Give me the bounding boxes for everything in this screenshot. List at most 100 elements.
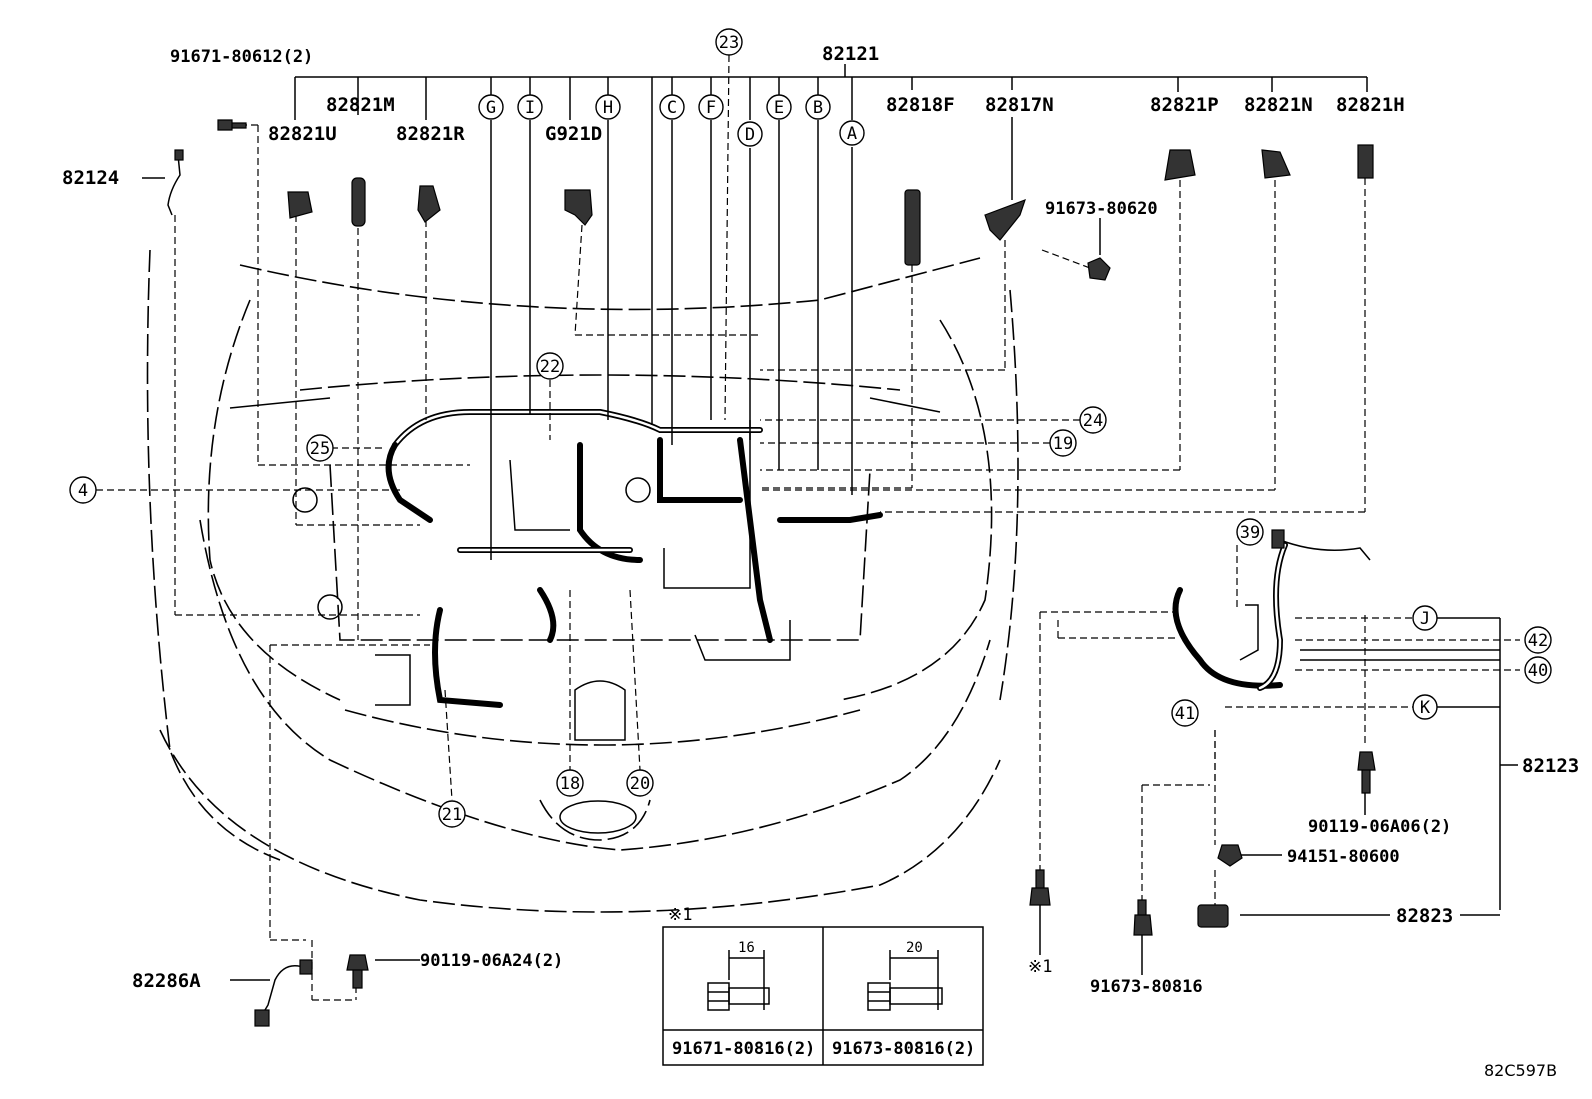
connector-icons: [167, 119, 1376, 1027]
callout-39: 39: [1236, 518, 1264, 546]
callout-B: B: [805, 94, 831, 120]
label-91671-80612: 91671-80612(2): [170, 47, 313, 67]
callout-20: 20: [626, 769, 654, 797]
callout-K: K: [1412, 694, 1438, 720]
bolt-91671-80612-icon: [217, 119, 247, 131]
callout-42: 42: [1524, 626, 1552, 654]
callout-J: J: [1412, 605, 1438, 631]
label-82823: 82823: [1396, 905, 1453, 927]
sensor-82286A-icon: [261, 965, 307, 1016]
leader-lines: [85, 54, 1520, 1001]
footnote-mark: ※1: [1028, 957, 1052, 977]
label-82821M: 82821M: [326, 94, 395, 116]
label-91673-80620: 91673-80620: [1045, 199, 1158, 219]
bolt-91673-80816-icon: [1133, 899, 1153, 936]
svg-text:40: 40: [1528, 661, 1548, 681]
svg-text:H: H: [603, 98, 613, 118]
label-82821H: 82821H: [1336, 94, 1405, 116]
svg-text:C: C: [667, 98, 677, 118]
callout-I: I: [517, 94, 543, 120]
connector-82821P-icon: [1164, 149, 1196, 181]
inset-title: ※1: [668, 905, 692, 925]
connector-82821N-icon: [1261, 149, 1291, 179]
label-82821P: 82821P: [1150, 94, 1219, 116]
label-82818F: 82818F: [886, 94, 955, 116]
connector-82821H-icon: [1357, 144, 1374, 179]
dim-20: 20: [906, 940, 923, 956]
svg-text:K: K: [1420, 698, 1431, 718]
svg-text:E: E: [774, 98, 784, 118]
dim-16: 16: [738, 940, 755, 956]
svg-text:42: 42: [1528, 631, 1548, 651]
callout-18: 18: [556, 769, 584, 797]
svg-text:25: 25: [310, 439, 330, 459]
label-91673-80816: 91673-80816: [1090, 977, 1203, 997]
svg-text:18: 18: [560, 774, 580, 794]
svg-text:41: 41: [1175, 704, 1195, 724]
svg-text:D: D: [745, 125, 755, 145]
label-90119-06A24: 90119-06A24(2): [420, 951, 563, 971]
label-82124: 82124: [62, 167, 119, 189]
callout-40: 40: [1524, 656, 1552, 684]
connector-G921D-icon: [564, 189, 593, 226]
label-82821R: 82821R: [396, 123, 465, 145]
callout-F: F: [698, 94, 724, 120]
label-82821N: 82821N: [1244, 94, 1313, 116]
svg-text:B: B: [813, 98, 823, 118]
callout-C: C: [659, 94, 685, 120]
svg-text:A: A: [847, 124, 857, 144]
svg-text:24: 24: [1083, 411, 1103, 431]
callout-22: 22: [536, 352, 564, 380]
connector-82124-icon: [167, 154, 181, 216]
nut-94151-80600-icon: [1217, 844, 1243, 867]
label-90119-06A06: 90119-06A06(2): [1308, 817, 1451, 837]
connector-82823-icon: [1197, 904, 1229, 928]
main-harness: [385, 409, 1371, 708]
inset-right-part: 91673-80816(2): [832, 1039, 975, 1059]
callout-21: 21: [438, 800, 466, 828]
callout-23: 23: [715, 28, 743, 56]
label-94151-80600: 94151-80600: [1287, 847, 1400, 867]
svg-text:I: I: [525, 98, 535, 118]
svg-text:20: 20: [630, 774, 650, 794]
svg-text:F: F: [706, 98, 716, 118]
connector-82817N-icon: [984, 198, 1026, 241]
bolt-90119-06A24-icon: [346, 954, 369, 989]
label-82121: 82121: [822, 43, 879, 65]
callout-24: 24: [1079, 406, 1107, 434]
svg-text:22: 22: [540, 357, 560, 377]
callout-41: 41: [1171, 699, 1199, 727]
svg-text:23: 23: [719, 33, 739, 53]
bolt-inset-table: ※1 16 91671-80816(2) 20 91673-80816(2): [662, 905, 984, 1066]
connector-82818F-icon: [904, 189, 921, 266]
bolt-20-icon: [867, 950, 943, 1011]
bolt-90119-06A06-icon: [1357, 751, 1376, 794]
svg-text:G: G: [486, 98, 496, 118]
number-callouts: 23 22 24 19 25 4 39 42 40 41 18 20 21: [69, 28, 1552, 828]
svg-text:19: 19: [1053, 434, 1073, 454]
connector-82821U-icon: [287, 191, 313, 219]
callout-25: 25: [306, 434, 334, 462]
bolt-footnote-icon: [1029, 869, 1051, 906]
callout-19: 19: [1049, 429, 1077, 457]
letter-callouts: G I H C F E B D A J K: [478, 94, 1438, 720]
svg-text:4: 4: [78, 481, 88, 501]
label-82286A: 82286A: [132, 970, 201, 992]
label-82821U: 82821U: [268, 123, 337, 145]
svg-text:39: 39: [1240, 523, 1260, 543]
connector-82821M-icon: [351, 177, 366, 227]
label-82123: 82123: [1522, 755, 1579, 777]
callout-H: H: [595, 94, 621, 120]
callout-D: D: [737, 121, 763, 147]
part-labels: 82121 91671-80612(2) 82124 82821U 82821M…: [62, 43, 1579, 1080]
label-82817N: 82817N: [985, 94, 1054, 116]
bolt-91673-80620-icon: [1087, 257, 1111, 281]
svg-text:J: J: [1420, 609, 1430, 629]
label-G921D: G921D: [545, 123, 602, 145]
inset-left-part: 91671-80816(2): [672, 1039, 815, 1059]
callout-G: G: [478, 94, 504, 120]
callout-A: A: [839, 120, 865, 146]
callout-4: 4: [69, 476, 97, 504]
vehicle-body-outline: [146, 249, 1019, 913]
